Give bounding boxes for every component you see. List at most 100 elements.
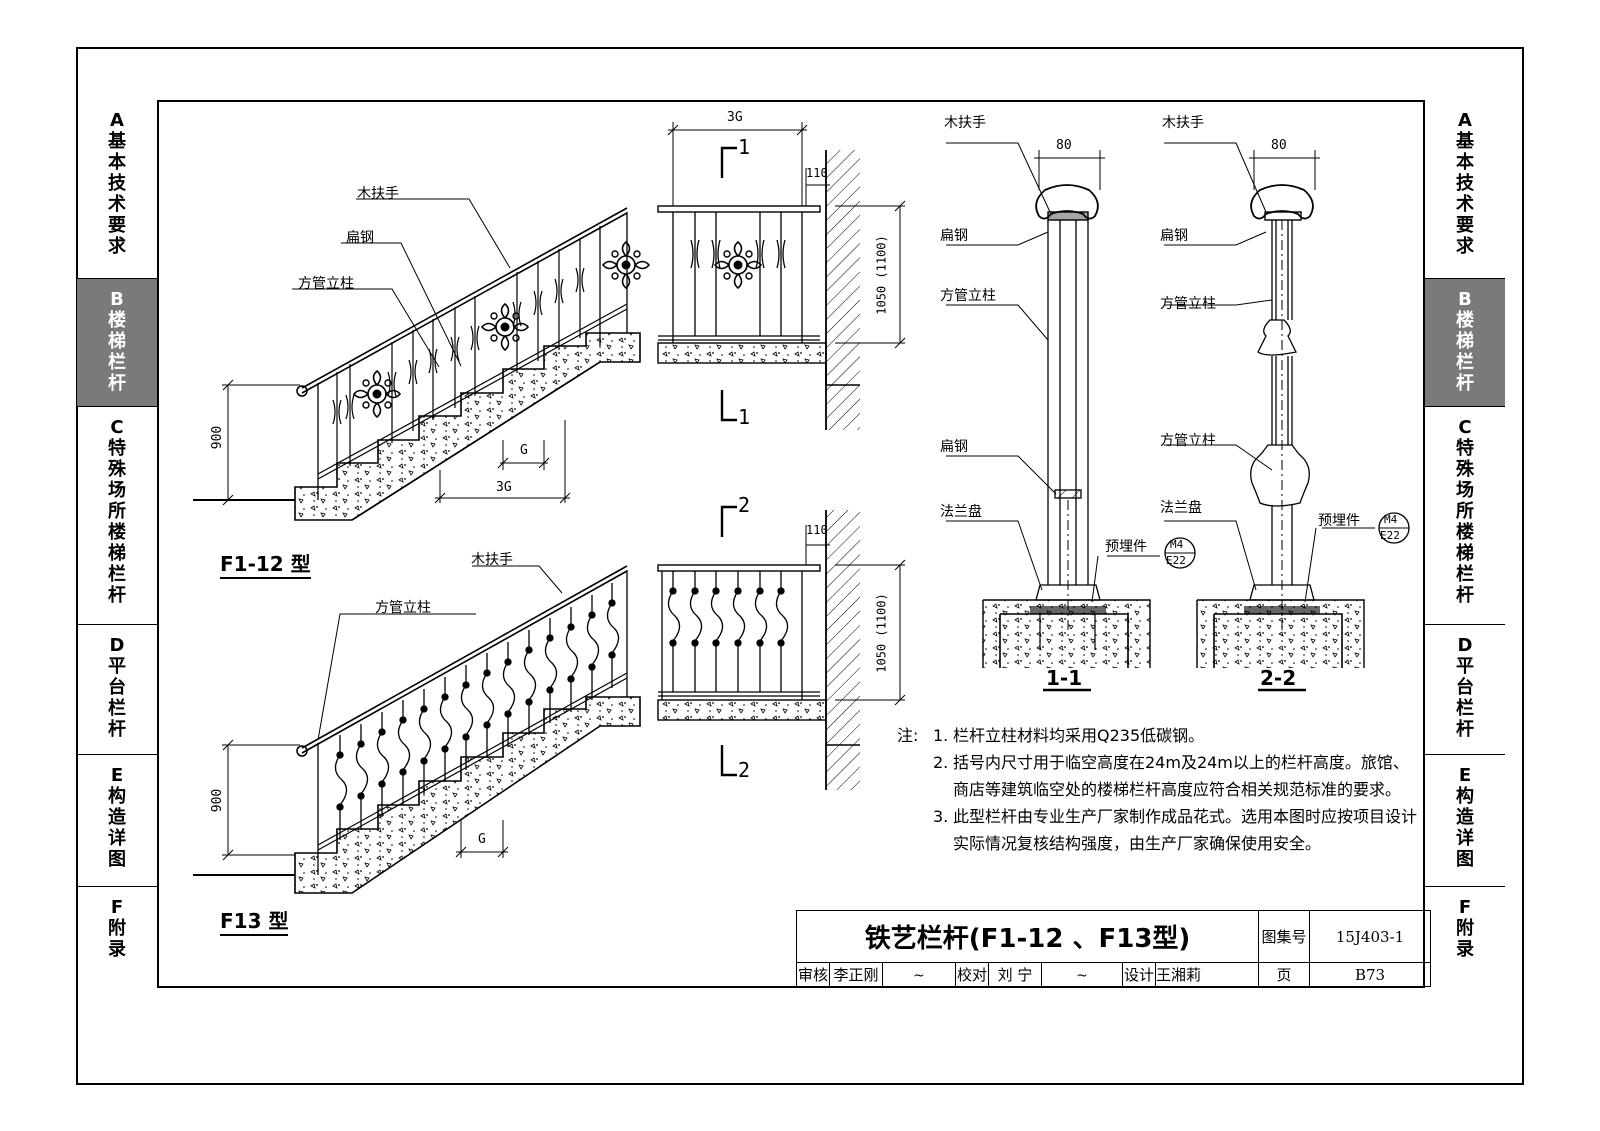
- tab-letter: A: [110, 110, 124, 131]
- f13-handrail-label: 木扶手: [471, 552, 513, 568]
- tab-name: 基本技术要求: [1456, 131, 1474, 257]
- tab-name: 特殊场所楼梯栏杆: [108, 438, 126, 606]
- outer-frame: [76, 47, 1524, 1085]
- f1-12-span-dim: 3G: [496, 480, 512, 495]
- tab-name: 平台栏杆: [108, 656, 126, 740]
- review-label: 审核: [796, 962, 830, 987]
- tab-name: 楼梯栏杆: [108, 310, 126, 394]
- sec11-embed-label: 预埋件: [1105, 539, 1147, 555]
- sec11-tag-top: M4: [1170, 538, 1184, 551]
- f1-12-stair-drawing: [193, 198, 650, 521]
- sec22-post-label: 方管立柱: [1160, 296, 1216, 312]
- elev1-gap-dim: 110: [806, 166, 828, 180]
- atlas-label: 图集号: [1258, 910, 1310, 963]
- sec11-flange-label: 法兰盘: [940, 504, 982, 520]
- atlas-number: 15J403-1: [1309, 910, 1431, 963]
- f1-12-tread-dim: G: [520, 443, 528, 458]
- reviewer-signature: ~: [882, 962, 956, 987]
- sec22-tag-bottom: E22: [1380, 529, 1400, 542]
- check-label: 校对: [955, 962, 989, 987]
- f1-12-height-dim: 900: [210, 425, 226, 450]
- checker-name: 刘 宁: [988, 962, 1042, 987]
- f13-post-label: 方管立柱: [375, 600, 431, 616]
- sec22-post-2-label: 方管立柱: [1160, 433, 1216, 449]
- sec11-post-label: 方管立柱: [940, 288, 996, 304]
- sec22-width-dim: 80: [1271, 138, 1287, 153]
- note-text: 此型栏杆由专业生产厂家制作成品花式。选用本图时应按项目设计实际情况复核结构强度，…: [953, 807, 1418, 853]
- tab-letter: D: [1457, 635, 1473, 656]
- f13-height-dim: 900: [210, 788, 226, 813]
- note-1: 注: 1. 栏杆立柱材料均采用Q235低碳钢。: [897, 722, 1417, 749]
- tab-name: 构造详图: [108, 786, 126, 870]
- section-2-2-drawing: [1164, 142, 1410, 692]
- drawing-title: 铁艺栏杆(F1-12 、F13型): [796, 910, 1259, 963]
- reviewer-name: 李正刚: [829, 962, 883, 987]
- elevation-1-drawing: [657, 122, 906, 430]
- drawing-frame: [157, 100, 1425, 988]
- tab-letter: A: [1458, 110, 1472, 131]
- tab-letter: F: [110, 897, 124, 918]
- sec11-flat-steel-label: 扁钢: [940, 228, 968, 244]
- tab-name: 附录: [108, 918, 126, 960]
- sec22-title: 2-2: [1260, 666, 1297, 690]
- f13-tread-dim: G: [478, 832, 486, 847]
- f13-stair-drawing: [193, 565, 641, 894]
- tab-letter: E: [110, 765, 124, 786]
- tab-name: 平台栏杆: [1456, 656, 1474, 740]
- tab-name: 特殊场所楼梯栏杆: [1456, 438, 1474, 606]
- tab-letter: C: [110, 417, 124, 438]
- elev1-section-bottom: 1: [738, 405, 751, 429]
- elev2-height-dim: 1050 (1100): [874, 593, 889, 673]
- f1-12-handrail-label: 木扶手: [357, 186, 399, 202]
- note-number: 2.: [933, 753, 949, 772]
- design-label: 设计: [1122, 962, 1156, 987]
- tab-name: 附录: [1456, 918, 1474, 960]
- tab-letter: B: [1458, 289, 1472, 310]
- note-text: 括号内尺寸用于临空高度在24m及24m以上的栏杆高度。旅馆、商店等建筑临空处的楼…: [953, 753, 1409, 799]
- page-number: B73: [1309, 962, 1431, 987]
- sec22-handrail-label: 木扶手: [1162, 115, 1204, 131]
- f13-title: F13 型: [220, 905, 289, 936]
- elev1-span-dim: 3G: [727, 110, 743, 125]
- sec22-embed-label: 预埋件: [1318, 513, 1360, 529]
- elev2-section-top: 2: [738, 493, 751, 517]
- elev1-height-dim: 1050 (1100): [874, 235, 889, 315]
- tab-letter: C: [1458, 417, 1472, 438]
- sec11-tag-bottom: E22: [1166, 554, 1186, 567]
- note-number: 3.: [933, 807, 949, 826]
- section-1-1-drawing: [946, 142, 1196, 692]
- tab-name: 楼梯栏杆: [1456, 310, 1474, 394]
- note-text: 栏杆立柱材料均采用Q235低碳钢。: [953, 726, 1205, 745]
- tab-letter: E: [1458, 765, 1472, 786]
- tab-letter: B: [110, 289, 124, 310]
- sec11-width-dim: 80: [1056, 138, 1072, 153]
- f1-12-post-label: 方管立柱: [298, 276, 354, 292]
- elev2-gap-dim: 110: [806, 523, 828, 537]
- note-2: 2. 括号内尺寸用于临空高度在24m及24m以上的栏杆高度。旅馆、商店等建筑临空…: [897, 749, 1417, 803]
- elev1-section-top: 1: [738, 135, 751, 159]
- sec11-flat-steel-2-label: 扁钢: [940, 439, 968, 455]
- designer-name: 王湘莉: [1155, 962, 1259, 987]
- note-3: 3. 此型栏杆由专业生产厂家制作成品花式。选用本图时应按项目设计实际情况复核结构…: [897, 803, 1417, 857]
- checker-signature: ~: [1041, 962, 1123, 987]
- sec22-tag-top: M4: [1384, 513, 1398, 526]
- notes-head: 注:: [897, 726, 919, 745]
- f1-12-title: F1-12 型: [220, 548, 311, 579]
- tab-name: 基本技术要求: [108, 131, 126, 257]
- tab-name: 构造详图: [1456, 786, 1474, 870]
